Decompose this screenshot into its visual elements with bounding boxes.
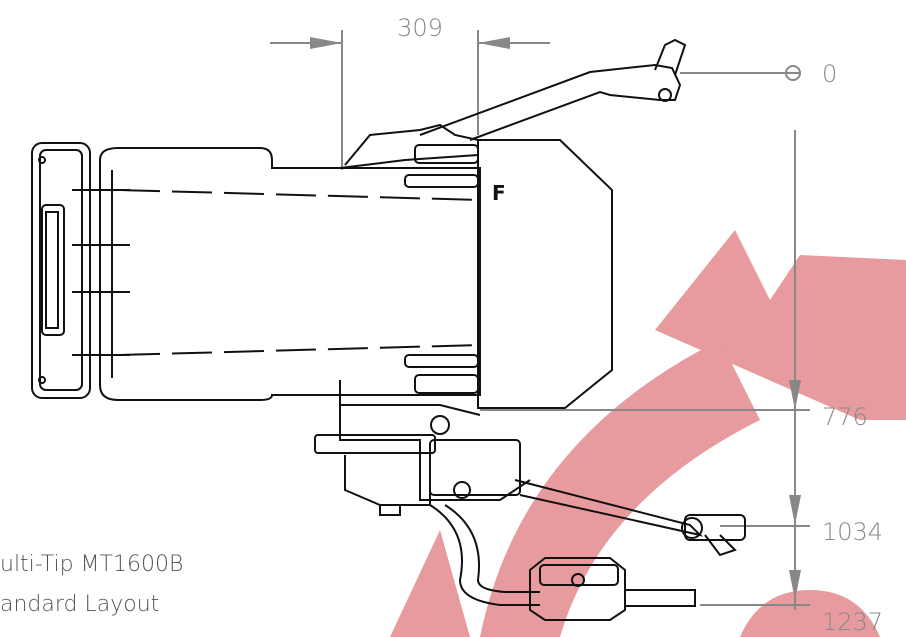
caption-model: ulti-Tip MT1600B — [0, 552, 184, 577]
dimension-label-1034: 1034 — [822, 518, 883, 546]
watermark-arc — [480, 340, 760, 637]
watermark-arrow-bottom — [390, 530, 470, 637]
machine-outline — [31, 38, 746, 621]
top-dimension — [270, 30, 550, 170]
front-marker: F — [492, 181, 506, 205]
headrest-arm — [419, 63, 682, 141]
mechanism — [429, 439, 521, 496]
foot-arm — [514, 479, 704, 537]
front-box — [477, 139, 613, 409]
top-dimension-label: 309 — [397, 14, 443, 42]
caption-layout: andard Layout — [0, 592, 160, 617]
foot-pedal — [529, 557, 626, 621]
watermark-arrow-top — [655, 230, 906, 420]
dimension-label-776: 776 — [822, 403, 868, 431]
control-panel — [31, 142, 91, 399]
watermark-arrows — [390, 230, 906, 637]
foot-tube — [429, 504, 540, 606]
dimension-label-1237: 1237 — [822, 608, 883, 636]
dimension-label-0: 0 — [822, 60, 837, 88]
watermark-circle-bottom-right — [740, 590, 880, 637]
vertical-dimension — [480, 65, 810, 610]
seat-base — [99, 147, 481, 401]
